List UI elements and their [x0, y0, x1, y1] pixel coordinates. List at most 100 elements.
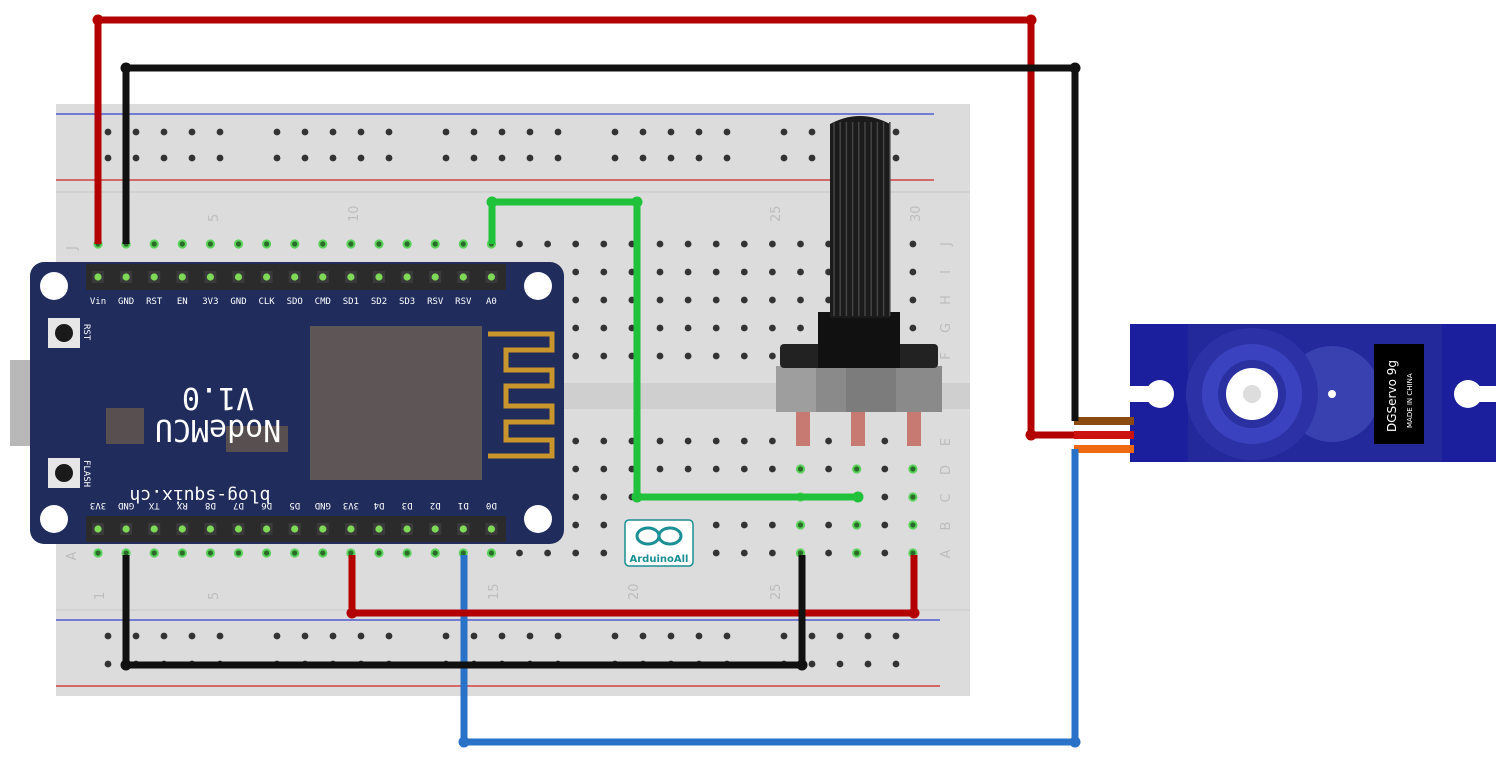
wire-3v3-to-pot[interactable] — [348, 555, 918, 617]
grid-hole — [572, 352, 580, 360]
rail-hole — [892, 632, 900, 640]
grid-hole — [769, 324, 776, 332]
pot-leg-1 — [796, 410, 810, 446]
connected-hole-center — [348, 241, 354, 247]
column-number-top-5: 5 — [207, 214, 222, 222]
grid-hole — [825, 521, 832, 529]
rail-hole — [723, 128, 731, 136]
wire-gnd-to-servo-ground[interactable] — [122, 64, 1079, 421]
pin-label-bottom: D3 — [402, 500, 413, 510]
pcb-antenna — [488, 331, 555, 459]
logo-infinity-right — [657, 526, 683, 546]
pin-labels: Vin3V3GNDGNDRSTTXENRX3V3D8GNDD7CLKD6SDOD… — [90, 297, 497, 510]
grid-hole — [740, 324, 748, 332]
connected-hole-center — [432, 550, 438, 556]
rail-hole — [780, 632, 788, 640]
header-pin — [234, 273, 243, 281]
row-letter-right-e: E — [939, 438, 954, 446]
pin-label-bottom: GND — [315, 500, 331, 510]
header-pin — [263, 273, 271, 281]
grid-hole — [881, 521, 889, 529]
grid-hole — [572, 493, 580, 501]
rail-hole — [357, 128, 365, 136]
rail-hole — [216, 128, 224, 136]
board-title: NodeMCU — [155, 412, 281, 447]
grid-hole — [600, 521, 608, 529]
connected-hole-center — [910, 522, 916, 528]
rail-hole — [892, 128, 900, 136]
header-pin — [375, 525, 383, 533]
grid-hole — [740, 465, 748, 473]
grid-hole — [740, 268, 748, 276]
wire-bend — [346, 607, 358, 619]
pin-label-top: SDO — [287, 297, 303, 307]
wire-d1-to-servo-signal[interactable] — [460, 449, 1079, 746]
rail-hole — [836, 632, 844, 640]
servo-small-gear-center — [1328, 390, 1336, 398]
header-pin — [122, 273, 130, 281]
header-pin — [431, 525, 439, 533]
rail-hole — [132, 128, 140, 136]
connected-hole-center — [235, 550, 242, 556]
wire-bend — [852, 491, 864, 503]
rail-hole — [273, 154, 281, 162]
grid-hole — [656, 296, 664, 304]
grid-hole — [684, 465, 692, 473]
row-letter-right-a: A — [939, 549, 954, 558]
rail-hole — [554, 154, 562, 162]
header-pin — [319, 525, 327, 533]
grid-hole — [909, 240, 917, 248]
pin-label-bottom: 3V3 — [343, 500, 359, 510]
connected-hole-center — [797, 550, 804, 556]
grid-hole — [825, 437, 832, 445]
pin-label-bottom: TX — [148, 500, 159, 510]
header-pin — [403, 273, 411, 281]
rail-hole — [808, 154, 816, 162]
row-letter-left-a: A — [65, 551, 80, 560]
column-number-bottom-25: 25 — [769, 583, 784, 600]
arduinoall-logo: ArduinoAll — [624, 519, 694, 567]
header-pin — [487, 273, 495, 281]
grid-hole — [909, 296, 917, 304]
header-pin — [291, 273, 299, 281]
connected-hole-center — [797, 466, 804, 472]
header-pin — [178, 525, 186, 533]
wire-gnd-to-pot[interactable] — [122, 555, 806, 669]
column-number-bottom-20: 20 — [627, 583, 642, 600]
column-number-top-10: 10 — [347, 205, 362, 222]
connected-hole-center — [320, 550, 326, 556]
servo-model: DGServo 9g — [1385, 360, 1399, 432]
connected-hole-center — [292, 241, 298, 247]
rail-hole — [667, 128, 675, 136]
rail-hole — [104, 128, 112, 136]
rail-hole — [780, 154, 788, 162]
pin-label-top: Vin — [90, 297, 106, 307]
grid-hole — [572, 296, 580, 304]
pin-label-bottom: D7 — [233, 500, 244, 510]
grid-hole — [881, 437, 889, 445]
grid-hole — [769, 240, 776, 248]
grid-hole — [769, 352, 776, 360]
connected-hole-center — [797, 522, 804, 528]
wire-bend — [120, 62, 132, 74]
pin-label-top: A0 — [486, 297, 497, 307]
wire-bend — [1025, 14, 1037, 26]
wire-bend — [908, 607, 920, 619]
rail-hole — [385, 632, 393, 640]
wires — [92, 14, 1081, 748]
servo-origin: MADE IN CHINA — [1406, 373, 1414, 428]
grid-hole — [572, 324, 580, 332]
potentiometer — [776, 116, 942, 446]
row-letter-right-i: I — [939, 270, 954, 274]
rail-hole — [639, 632, 647, 640]
rail-hole — [526, 128, 534, 136]
pin-label-bottom: 3V3 — [90, 500, 106, 510]
wire-endpoints — [92, 14, 1081, 748]
pin-label-bottom: GND — [118, 500, 134, 510]
grid-hole — [881, 465, 889, 473]
rail-hole — [470, 154, 478, 162]
rail-hole — [385, 154, 393, 162]
connected-hole-center — [460, 550, 466, 556]
wire-bend — [1025, 429, 1037, 441]
header-pin — [94, 525, 102, 533]
